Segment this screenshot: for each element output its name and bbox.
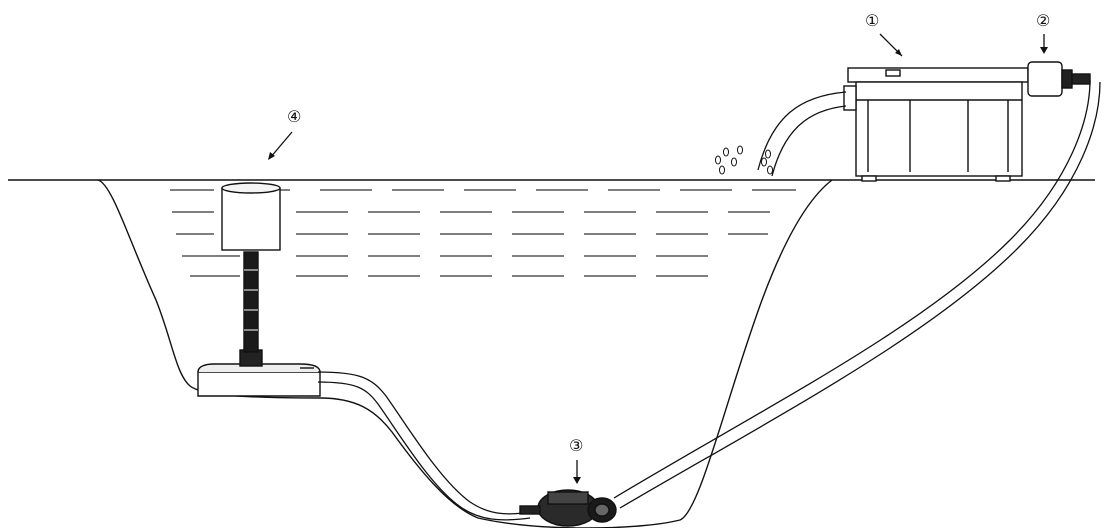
callout-skimmer: ④: [268, 107, 301, 160]
pump-icon: [519, 489, 617, 527]
filter-box-icon: [843, 67, 1029, 182]
uvc-unit-icon: [1027, 61, 1091, 97]
pond-basin: [97, 179, 833, 528]
callout-pump: ③: [569, 436, 583, 484]
skimmer-icon: [197, 182, 321, 397]
callout-pump-label: ③: [569, 436, 583, 455]
skimmer-hose: [317, 371, 531, 515]
callout-filter: ①: [865, 11, 903, 57]
pump-to-filter-hose: [613, 79, 1091, 499]
callout-uvc: ②: [1036, 11, 1050, 54]
water-splash: [715, 145, 773, 175]
callout-filter-label: ①: [865, 11, 879, 30]
callout-skimmer-label: ④: [287, 107, 301, 126]
water-surface: [170, 189, 796, 277]
filter-outlet-hose: [757, 91, 847, 171]
callout-uvc-label: ②: [1036, 11, 1050, 30]
